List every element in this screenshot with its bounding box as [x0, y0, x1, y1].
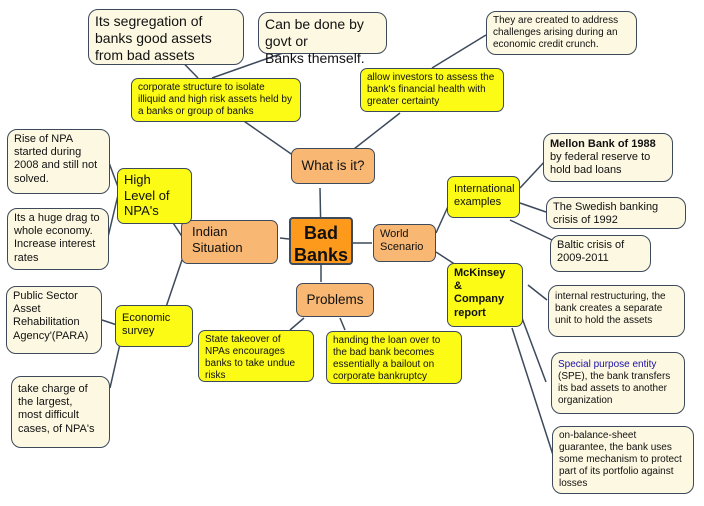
note-internal-restructuring-text: internal restructuring, the bank creates…: [555, 291, 666, 326]
note-state-takeover-text: State takeover of NPAs encourages banks …: [205, 334, 296, 381]
note-para-text: Public Sector Asset Rehabilitation Agenc…: [13, 290, 89, 342]
central-topic-label: Bad Banks: [293, 223, 349, 265]
note-high-npa: High Level of NPA's: [117, 168, 192, 224]
note-special-purpose-entity: Special purpose entity (SPE), the bank t…: [551, 352, 685, 414]
note-corporate-structure-text: corporate structure to isolate illiquid …: [138, 82, 292, 117]
branch-problems-label: Problems: [306, 292, 364, 307]
note-economy-drag: Its a huge drag to whole economy. Increa…: [7, 208, 109, 270]
note-npa-rise: Rise of NPA started during 2008 and stil…: [7, 129, 110, 194]
note-mellon-bank: Mellon Bank of 1988 by federal reserve t…: [543, 133, 673, 182]
note-corporate-structure: corporate structure to isolate illiquid …: [131, 78, 301, 122]
branch-world-scenario: World Scenario: [373, 224, 436, 262]
note-para: Public Sector Asset Rehabilitation Agenc…: [6, 286, 102, 354]
note-segregation-text: Its segregation of banks good assets fro…: [95, 13, 212, 63]
note-investors-text: allow investors to assess the bank's fin…: [367, 72, 495, 107]
branch-indian-situation-label: Indian Situation: [192, 224, 243, 255]
central-topic-bad-banks: Bad Banks: [289, 217, 353, 265]
note-take-charge: take charge of the largest, most difficu…: [11, 376, 110, 448]
note-govt: Can be done by govt or Banks themself.: [258, 12, 387, 66]
note-segregation: Its segregation of banks good assets fro…: [88, 9, 244, 65]
note-economic-survey: Economic survey: [115, 305, 193, 347]
branch-problems: Problems: [296, 283, 374, 317]
note-swedish-crisis-text: The Swedish banking crisis of 1992: [553, 201, 659, 227]
branch-what-is-it: What is it?: [291, 148, 375, 184]
note-on-balance-sheet-guarantee: on-balance-sheet guarantee, the bank use…: [552, 426, 694, 494]
note-international-examples: International examples: [447, 176, 520, 218]
note-guarantee-text: on-balance-sheet guarantee, the bank use…: [559, 430, 682, 489]
note-mckinsey-report: McKinsey & Company report: [447, 263, 523, 327]
note-international-examples-text: International examples: [454, 183, 515, 209]
note-handing-loan-text: handing the loan over to the bad bank be…: [333, 335, 441, 382]
note-spe-title: Special purpose entity: [558, 359, 657, 370]
note-economy-drag-text: Its a huge drag to whole economy. Increa…: [14, 212, 100, 264]
note-mellon-bank-text: by federal reserve to hold bad loans: [550, 151, 651, 177]
note-govt-text: Can be done by govt or Banks themself.: [265, 16, 365, 66]
note-mckinsey-report-text: McKinsey & Company report: [454, 267, 506, 319]
note-mellon-bank-title: Mellon Bank of 1988: [550, 138, 656, 150]
note-credit-crunch-text: They are created to address challenges a…: [493, 15, 619, 50]
note-economic-survey-text: Economic survey: [122, 312, 171, 338]
note-state-takeover: State takeover of NPAs encourages banks …: [198, 330, 314, 382]
note-high-npa-text: High Level of NPA's: [124, 172, 170, 219]
note-swedish-crisis: The Swedish banking crisis of 1992: [546, 197, 686, 229]
branch-indian-situation: Indian Situation: [181, 220, 278, 264]
note-handing-loan: handing the loan over to the bad bank be…: [326, 331, 462, 384]
branch-world-scenario-label: World Scenario: [380, 228, 424, 254]
note-baltic-crisis: Baltic crisis of 2009-2011: [550, 235, 651, 272]
note-take-charge-text: take charge of the largest, most difficu…: [18, 383, 95, 435]
note-credit-crunch: They are created to address challenges a…: [486, 11, 637, 55]
note-spe-text: (SPE), the bank transfers its bad assets…: [558, 371, 671, 406]
branch-what-is-it-label: What is it?: [301, 158, 365, 173]
note-npa-rise-text: Rise of NPA started during 2008 and stil…: [14, 133, 98, 185]
note-internal-restructuring: internal restructuring, the bank creates…: [548, 285, 685, 337]
note-baltic-crisis-text: Baltic crisis of 2009-2011: [557, 239, 625, 265]
note-investors: allow investors to assess the bank's fin…: [360, 68, 504, 112]
